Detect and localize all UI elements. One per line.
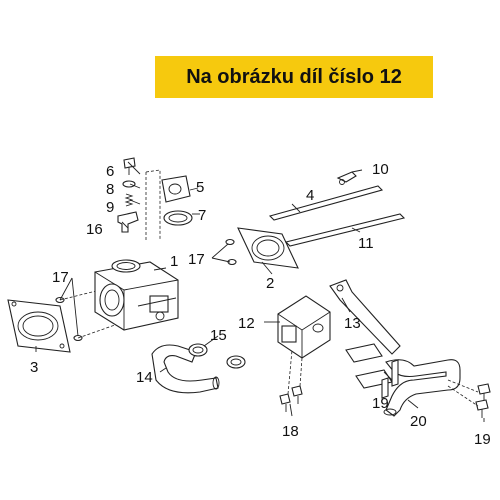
callout-4: 4 bbox=[306, 187, 314, 204]
callout-17-right: 17 bbox=[188, 251, 205, 268]
part-7-oring bbox=[163, 210, 193, 226]
callout-8: 8 bbox=[106, 181, 114, 198]
part-4-strip bbox=[268, 185, 384, 221]
part-2-gasket bbox=[237, 227, 299, 269]
callout-6: 6 bbox=[106, 163, 114, 180]
callout-7: 7 bbox=[198, 207, 206, 224]
part-19-bolts bbox=[381, 359, 491, 418]
callout-17-left: 17 bbox=[52, 269, 69, 286]
part-12-module bbox=[277, 295, 331, 359]
callout-19-right: 19 bbox=[474, 431, 491, 448]
part-20-pipe bbox=[383, 359, 461, 417]
callout-19-mid: 19 bbox=[372, 395, 389, 412]
part-17-pins-right bbox=[225, 238, 237, 266]
part-5-sensor bbox=[145, 169, 191, 240]
callout-9: 9 bbox=[106, 199, 114, 216]
callout-1: 1 bbox=[170, 253, 178, 270]
part-16-clip bbox=[117, 211, 139, 233]
callout-15: 15 bbox=[210, 327, 227, 344]
part-1-throttle-body bbox=[94, 259, 179, 331]
part-14-hose bbox=[151, 344, 220, 394]
part-10-clip bbox=[336, 171, 357, 185]
part-9-spring bbox=[124, 193, 134, 207]
part-15-clamps bbox=[188, 343, 246, 369]
part-6-bolt bbox=[123, 157, 136, 175]
callout-18: 18 bbox=[282, 423, 299, 440]
callout-12: 12 bbox=[238, 315, 255, 332]
callout-14: 14 bbox=[136, 369, 153, 386]
part-11-strip bbox=[284, 213, 406, 247]
part-18-bolts bbox=[279, 349, 303, 412]
callout-13: 13 bbox=[344, 315, 361, 332]
callout-2: 2 bbox=[266, 275, 274, 292]
callout-16: 16 bbox=[86, 221, 103, 238]
part-number-banner: Na obrázku díl číslo 12 bbox=[155, 56, 433, 98]
part-8-washer bbox=[122, 180, 136, 188]
part-13-bracket bbox=[329, 279, 401, 389]
part-3-gasket bbox=[7, 299, 71, 353]
leader-lines bbox=[35, 161, 485, 422]
callout-3: 3 bbox=[30, 359, 38, 376]
callout-11: 11 bbox=[358, 235, 374, 252]
callout-10: 10 bbox=[372, 161, 389, 178]
callout-20: 20 bbox=[410, 413, 427, 430]
callout-5: 5 bbox=[196, 179, 204, 196]
